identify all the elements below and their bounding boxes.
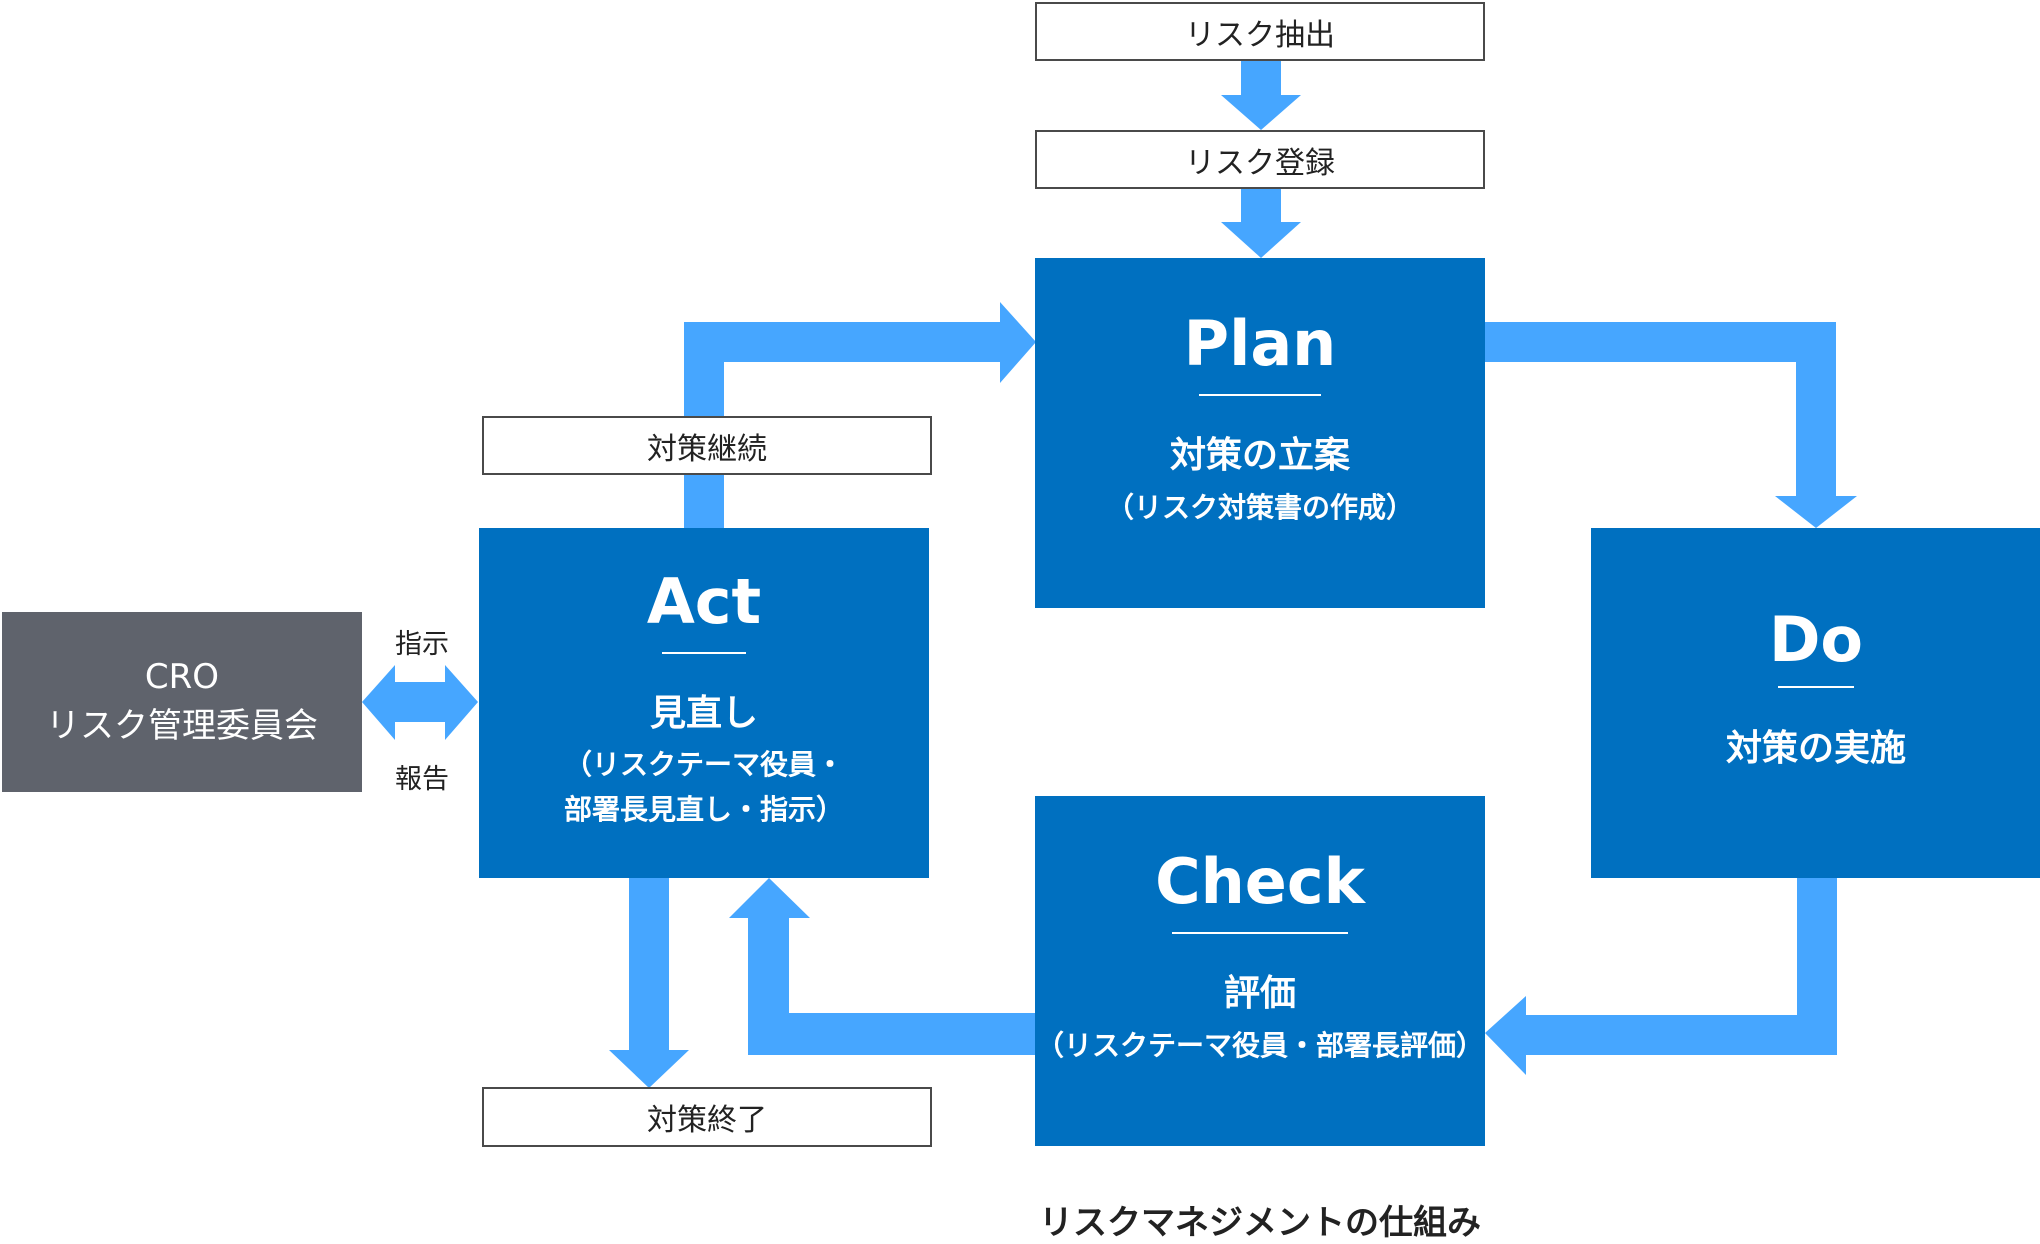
plan-box: Plan 対策の立案 （リスク対策書の作成）	[1035, 258, 1485, 608]
act-title-underline	[662, 652, 746, 654]
label-end: 対策終了	[482, 1087, 932, 1147]
check-box: Check 評価 （リスクテーマ役員・部署長評価）	[1035, 796, 1485, 1146]
plan-subtitle: 対策の立案	[1169, 435, 1350, 476]
arrow-act-to-plan	[684, 302, 1036, 528]
act-note-line1: （リスクテーマ役員・	[563, 748, 844, 781]
act-note-line2: 部署長見直し・指示）	[563, 793, 844, 826]
label-continue: 対策継続	[482, 416, 932, 475]
arrow-act-to-end	[609, 878, 689, 1088]
cro-line2: リスク管理委員会	[46, 706, 318, 746]
check-title: Check	[1155, 845, 1365, 918]
check-subtitle: 評価	[1223, 973, 1296, 1014]
arrow-register-to-plan	[1221, 188, 1301, 258]
check-note: （リスクテーマ役員・部署長評価）	[1035, 1029, 1484, 1062]
do-title: Do	[1768, 603, 1864, 676]
do-box: Do 対策の実施	[1591, 528, 2040, 878]
label-risk-extract: リスク抽出	[1035, 2, 1485, 61]
plan-title-underline	[1199, 394, 1321, 396]
act-subtitle: 見直し	[649, 693, 758, 734]
do-title-underline	[1778, 686, 1854, 688]
arrow-plan-to-do	[1484, 322, 1857, 528]
cro-line1: CRO	[144, 656, 220, 697]
label-risk-extract-text: リスク抽出	[1185, 17, 1335, 53]
plan-note: （リスク対策書の作成）	[1105, 491, 1414, 524]
diagram-caption: リスクマネジメントの仕組み	[1039, 1203, 1481, 1243]
cro-committee-box: CRO リスク管理委員会	[2, 612, 362, 792]
arrow-extract-to-register	[1221, 60, 1301, 130]
arrow-cro-act-bidirectional	[362, 665, 478, 740]
arrow-check-to-act	[729, 878, 1036, 1055]
arrow-do-to-check	[1485, 878, 1837, 1075]
label-risk-register-text: リスク登録	[1185, 145, 1335, 181]
do-subtitle: 対策の実施	[1725, 728, 1906, 769]
label-end-text: 対策終了	[647, 1103, 767, 1138]
label-risk-register: リスク登録	[1035, 130, 1485, 189]
check-title-underline	[1172, 932, 1348, 934]
label-report: 報告	[395, 764, 449, 795]
plan-title: Plan	[1183, 307, 1337, 380]
label-continue-text: 対策継続	[647, 431, 767, 467]
act-title: Act	[646, 565, 762, 638]
act-box: Act 見直し （リスクテーマ役員・ 部署長見直し・指示）	[479, 528, 929, 878]
label-instruction: 指示	[395, 629, 449, 660]
